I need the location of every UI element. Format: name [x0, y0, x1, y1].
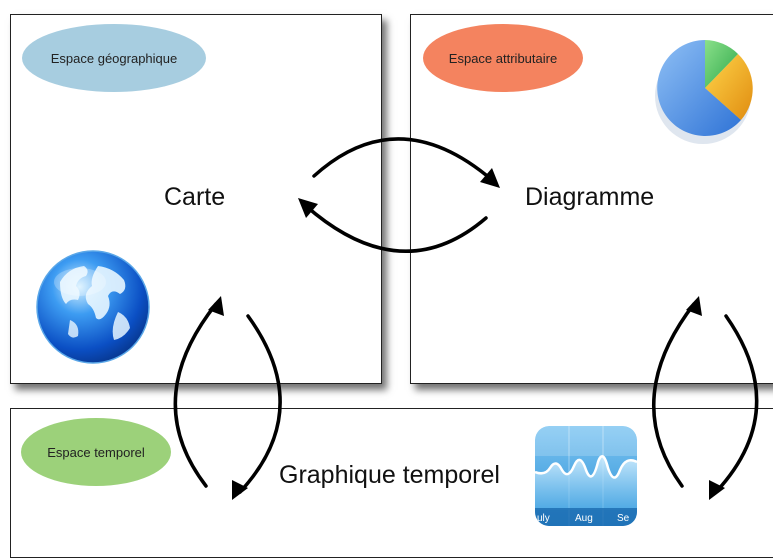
- diagram-graphics: uly Aug Se: [36, 40, 759, 526]
- arrowhead: [709, 480, 725, 500]
- stocks-chart-icon: uly Aug Se: [535, 426, 637, 526]
- arrow-temporal-to-map: [173, 302, 218, 488]
- arrowhead: [208, 296, 224, 316]
- pie-chart-icon: [655, 40, 753, 144]
- attribute-space-badge: Espace attributaire: [423, 24, 583, 92]
- icon-tick-july: uly: [537, 513, 550, 524]
- icon-tick-sep: Se: [617, 513, 630, 524]
- arrowhead: [686, 296, 702, 316]
- diagram-label: Diagramme: [525, 183, 655, 211]
- map-label: Carte: [164, 183, 226, 211]
- arrow-map-to-temporal: [238, 314, 282, 494]
- temporal-space-badge: Espace temporel: [21, 418, 171, 486]
- arrow-diagram-to-temporal: [714, 314, 759, 494]
- time-graph-label: Graphique temporel: [279, 461, 500, 489]
- arrow-map-to-diagram: [312, 137, 494, 182]
- icon-tick-aug: Aug: [575, 513, 593, 524]
- arrowhead: [298, 198, 318, 218]
- arrowhead: [480, 168, 500, 188]
- geographic-space-badge: Espace géographique: [22, 24, 206, 92]
- arrowhead: [232, 480, 248, 500]
- arrow-temporal-to-diagram: [652, 302, 696, 488]
- arrow-diagram-to-map: [304, 204, 488, 253]
- globe-icon: [36, 250, 150, 364]
